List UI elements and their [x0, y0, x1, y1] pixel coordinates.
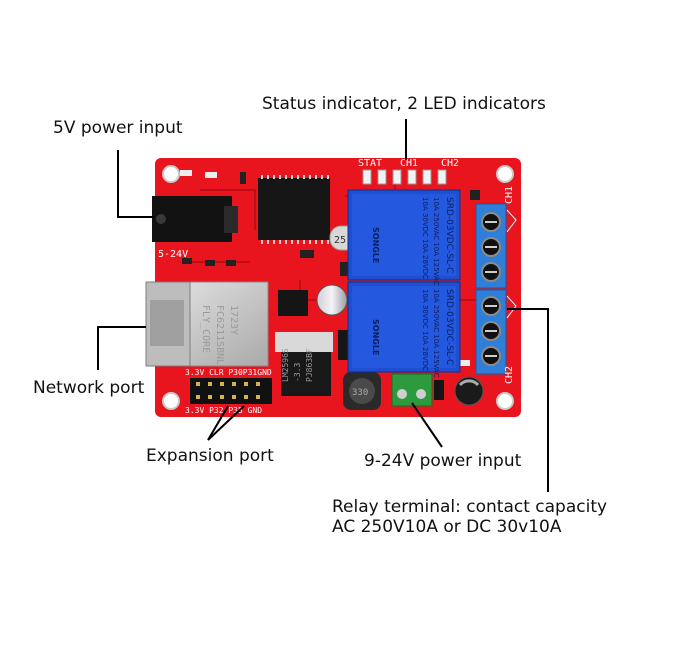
- smd-components: [180, 170, 480, 366]
- callout-expansion-port: Expansion port: [146, 446, 274, 466]
- leader-expansion-2: [207, 405, 245, 441]
- callout-status-indicator: Status indicator, 2 LED indicators: [262, 94, 546, 114]
- relay1-text: SRD-03VDC-SL-C 10A 250VAC 10A 125VAC 10A…: [371, 197, 454, 286]
- main-ic: [258, 175, 330, 244]
- relay1-brand: SONGLE: [371, 227, 380, 263]
- relay1-model: SRD-03VDC-SL-C: [444, 197, 454, 273]
- relay-ch1: [347, 189, 461, 281]
- leader-5v: [117, 150, 154, 218]
- terminal-silkscreen: [506, 209, 517, 319]
- terminal-label-ch2: CH2: [504, 366, 515, 384]
- terminal-label-ch1: CH1: [504, 186, 515, 204]
- led-label-stat: STAT: [358, 158, 382, 169]
- terminal-9-24v: [391, 373, 444, 407]
- callout-relay-terminal-line1: Relay terminal: contact capacity: [332, 497, 608, 517]
- expansion-header: [190, 378, 272, 404]
- callout-9-24v-power-input: 9-24V power input: [364, 451, 522, 471]
- relay-terminal-block: [475, 203, 507, 375]
- relay-ch2: [347, 281, 461, 373]
- relay2-model: SRD-03VDC-SL-C: [444, 289, 454, 365]
- relay1-rating2: 10A 30VDC 10A 28VDC: [421, 197, 429, 279]
- module-text-line1: FLY_CORE: [200, 305, 211, 353]
- voltage-regulator: [275, 332, 333, 396]
- leader-expansion-1: [207, 405, 229, 441]
- callout-relay-terminal-line2: AC 250V10A or DC 30v10A: [332, 517, 562, 537]
- callout-5v-power-input: 5V power input: [53, 118, 183, 138]
- header-bottom-labels: 3.3V P32 P35 GND: [185, 406, 262, 415]
- phy-ic: [278, 290, 308, 316]
- relay1-rating1: 10A 250VAC 10A 125VAC: [432, 197, 440, 286]
- header-top-labels: 3.3V CLR P30P31GND: [185, 368, 272, 377]
- ethernet-module: [145, 281, 269, 367]
- status-leds: [362, 169, 447, 185]
- capacitor-top: [316, 284, 348, 316]
- module-text-line2: FC6211SBNL: [214, 305, 225, 365]
- jack-label: 5-24V: [158, 249, 188, 260]
- mounting-holes: [162, 165, 514, 410]
- relay2-text: SRD-03VDC-SL-C 10A 250VAC 10A 125VAC 10A…: [371, 289, 454, 378]
- regulator-text-line2: -3.3: [293, 363, 302, 382]
- leader-relay: [507, 308, 549, 492]
- dc-jack-5v: [152, 196, 238, 242]
- regulator-text-line3: PJ863BF: [305, 348, 314, 382]
- relay2-rating1: 10A 250VAC 10A 125VAC: [432, 289, 440, 378]
- leader-lines: [97, 119, 549, 492]
- leader-network: [97, 326, 146, 370]
- regulator-text: LM2596S -3.3 PJ863BF: [281, 348, 314, 382]
- relay2-rating2: 10A 30VDC 10A 28VDC: [421, 289, 429, 371]
- led-label-ch2: CH2: [441, 158, 459, 169]
- module-text-line3: 1723Y: [228, 305, 239, 335]
- relay2-brand: SONGLE: [371, 319, 380, 355]
- inductor-label: 330: [352, 388, 368, 398]
- regulator-text-line1: LM2596S: [281, 348, 290, 382]
- module-text: FLY_CORE FC6211SBNL 1723Y: [200, 305, 239, 365]
- callout-network-port: Network port: [33, 378, 145, 398]
- leader-9-24v: [411, 402, 443, 448]
- led-label-ch1: CH1: [400, 158, 418, 169]
